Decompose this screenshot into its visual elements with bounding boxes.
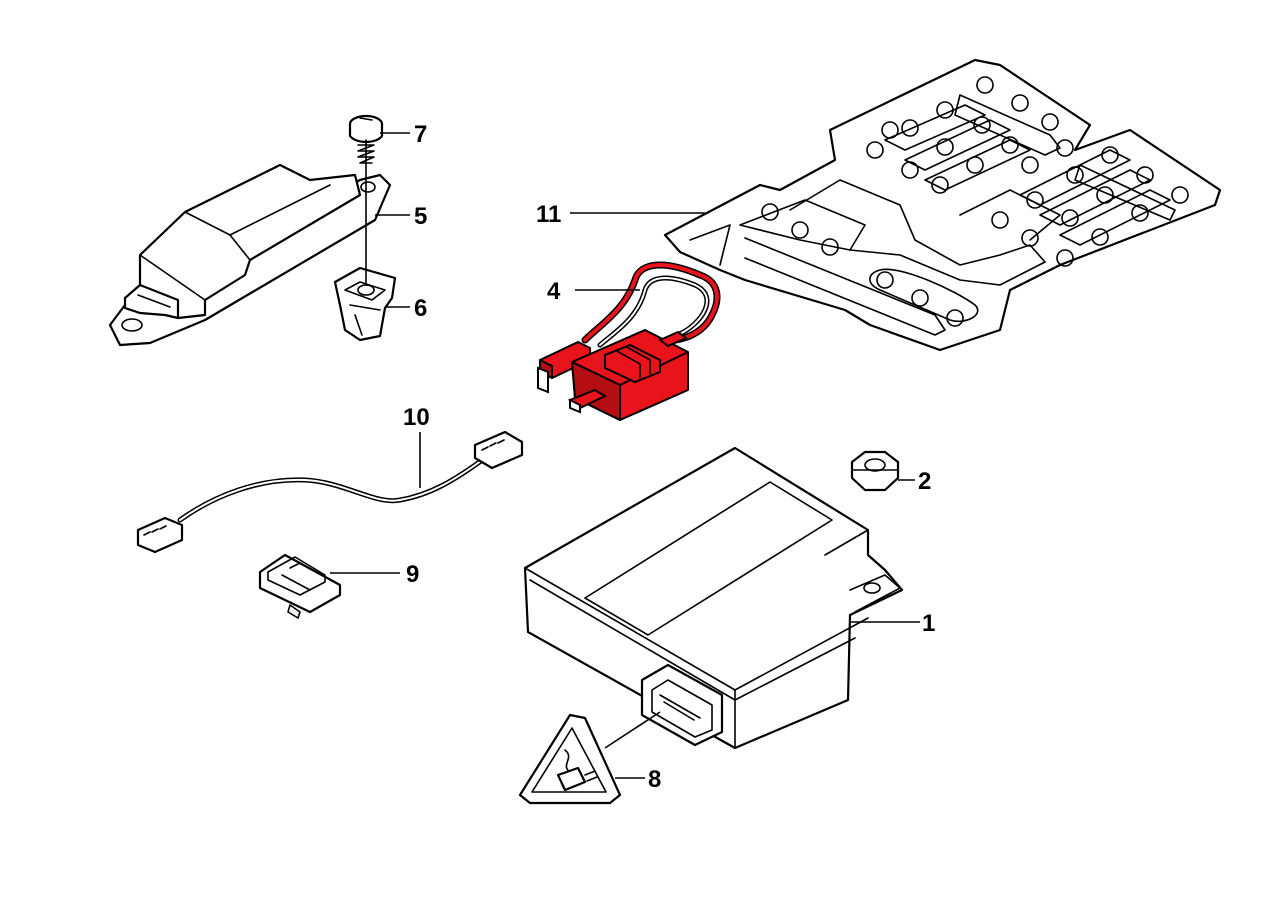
- callout-9: 9: [406, 561, 419, 588]
- part-1-control-unit[interactable]: [523, 446, 904, 750]
- part-2-nut[interactable]: [850, 450, 900, 492]
- part-4-harness[interactable]: [537, 261, 721, 421]
- part-9-clip[interactable]: [258, 553, 342, 619]
- part-11-sensor-mat[interactable]: [663, 58, 1222, 352]
- mat-holes: [761, 76, 1189, 327]
- callout-10: 10: [403, 404, 430, 431]
- leader-lines: [330, 132, 920, 779]
- part-6-clip-nut[interactable]: [333, 266, 397, 342]
- callout-6: 6: [414, 295, 427, 322]
- callout-4: 4: [547, 278, 561, 305]
- callout-2: 2: [918, 468, 931, 495]
- part-5-module[interactable]: [108, 163, 392, 347]
- callout-1: 1: [922, 610, 935, 637]
- callout-labels: 1 2 4 5 6 7 8 9 10 11: [403, 121, 935, 793]
- callout-8: 8: [648, 766, 661, 793]
- callout-5: 5: [414, 203, 427, 230]
- callout-7: 7: [414, 121, 427, 148]
- part-8-warning-label[interactable]: [518, 713, 622, 805]
- callout-11: 11: [536, 201, 561, 228]
- part-10-cable[interactable]: [136, 430, 524, 554]
